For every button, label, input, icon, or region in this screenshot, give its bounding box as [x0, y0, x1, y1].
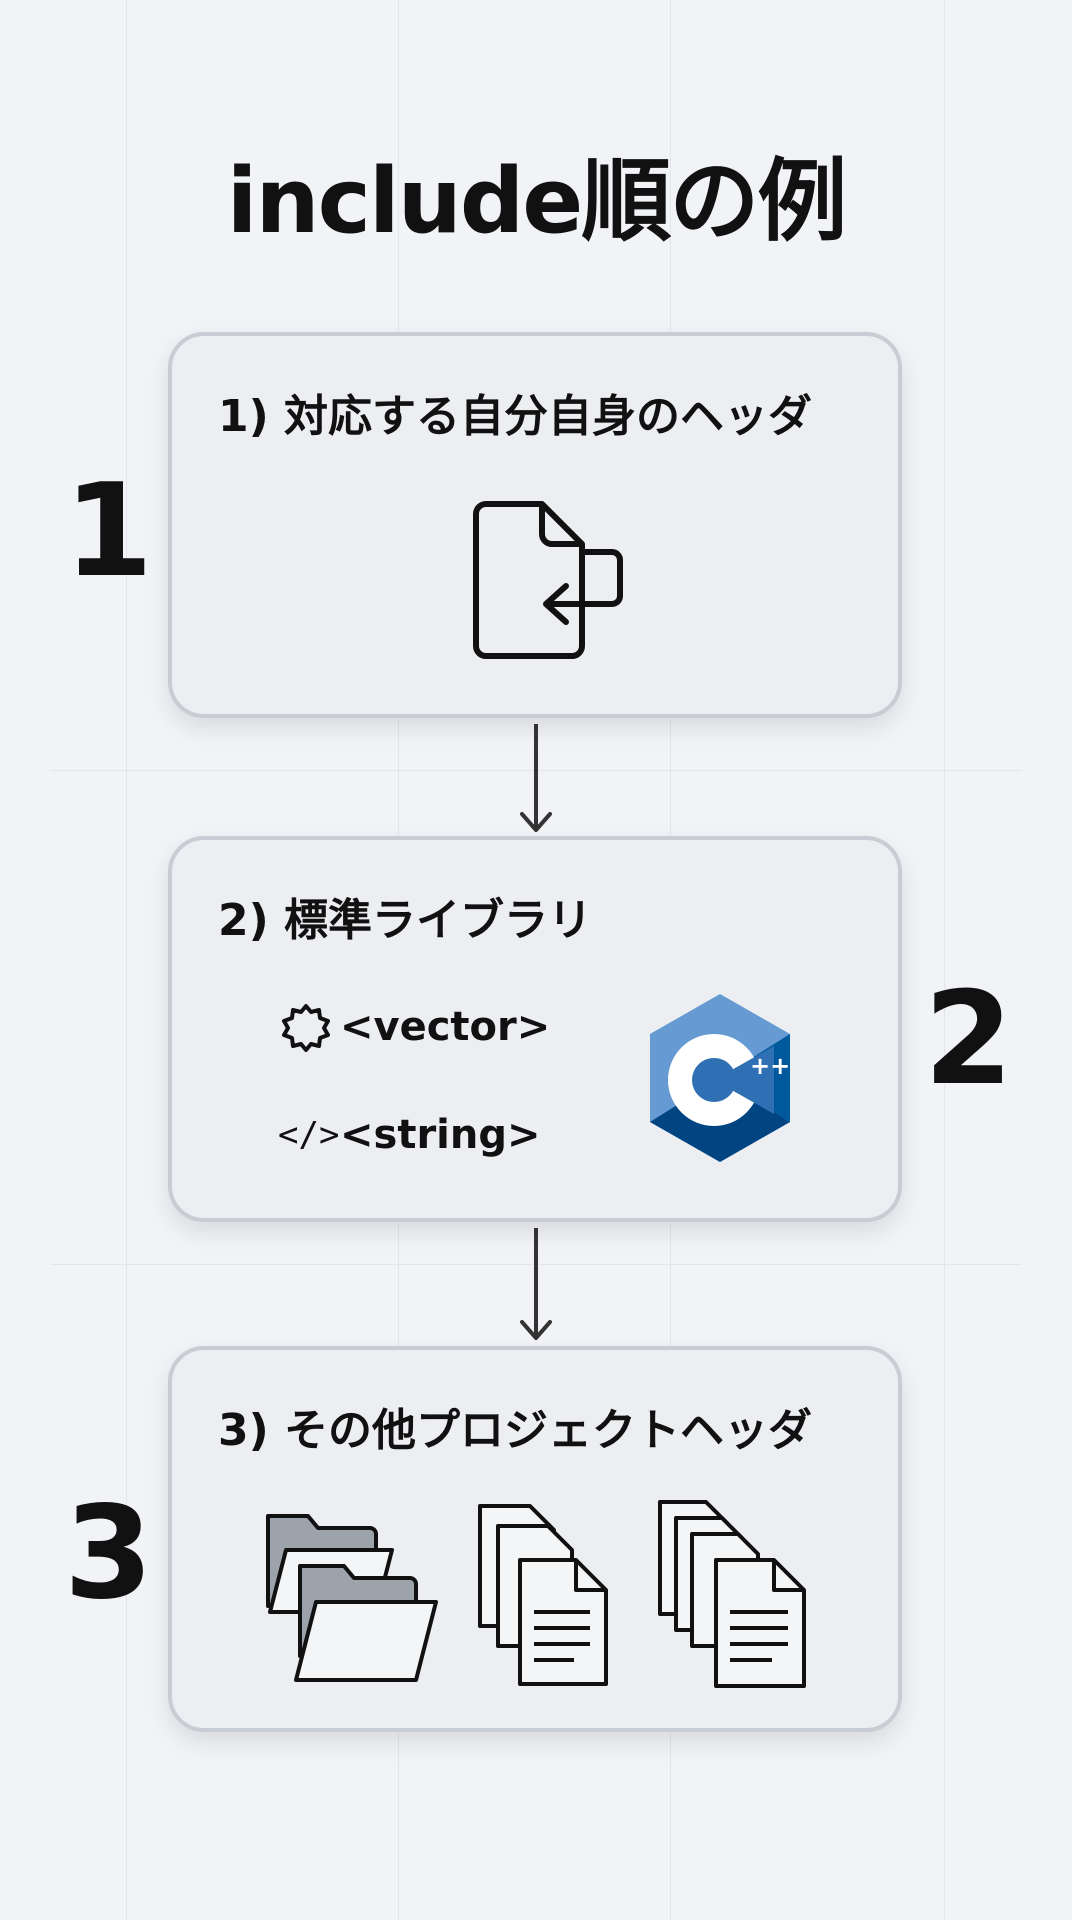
step-card-2: 2) 標準ライブラリ <vector> </> <string> ++	[168, 836, 902, 1222]
file-import-icon	[473, 501, 623, 659]
step-card-1: 1) 対応する自分自身のヘッダ	[168, 332, 902, 718]
lib-item-vector: <vector>	[278, 1002, 550, 1052]
arrow-down-icon	[520, 724, 552, 832]
step-number-3: 3	[64, 1479, 154, 1628]
cpp-logo-plus: ++	[750, 1052, 790, 1080]
cpp-logo-icon: ++	[650, 994, 790, 1162]
page-title: include順の例	[226, 149, 848, 254]
code-icon: </>	[278, 1115, 340, 1155]
documents-stack-icon	[478, 1504, 608, 1686]
documents-stack-large-icon	[658, 1500, 806, 1688]
lib-label-string: <string>	[340, 1112, 541, 1158]
lib-label-vector: <vector>	[340, 1004, 551, 1050]
step-title-1: 1) 対応する自分自身のヘッダ	[218, 391, 813, 442]
lib-item-string: </> <string>	[278, 1110, 541, 1160]
step-title-3: 3) その他プロジェクトヘッダ	[218, 1405, 813, 1456]
step-title-2: 2) 標準ライブラリ	[218, 895, 593, 946]
step-card-3: 3) その他プロジェクトヘッダ	[168, 1346, 902, 1732]
step-number-2: 2	[924, 965, 1014, 1114]
gear-icon	[278, 1002, 340, 1052]
folders-icon	[266, 1514, 438, 1682]
step-number-1: 1	[64, 457, 154, 606]
arrow-down-icon	[520, 1228, 552, 1340]
